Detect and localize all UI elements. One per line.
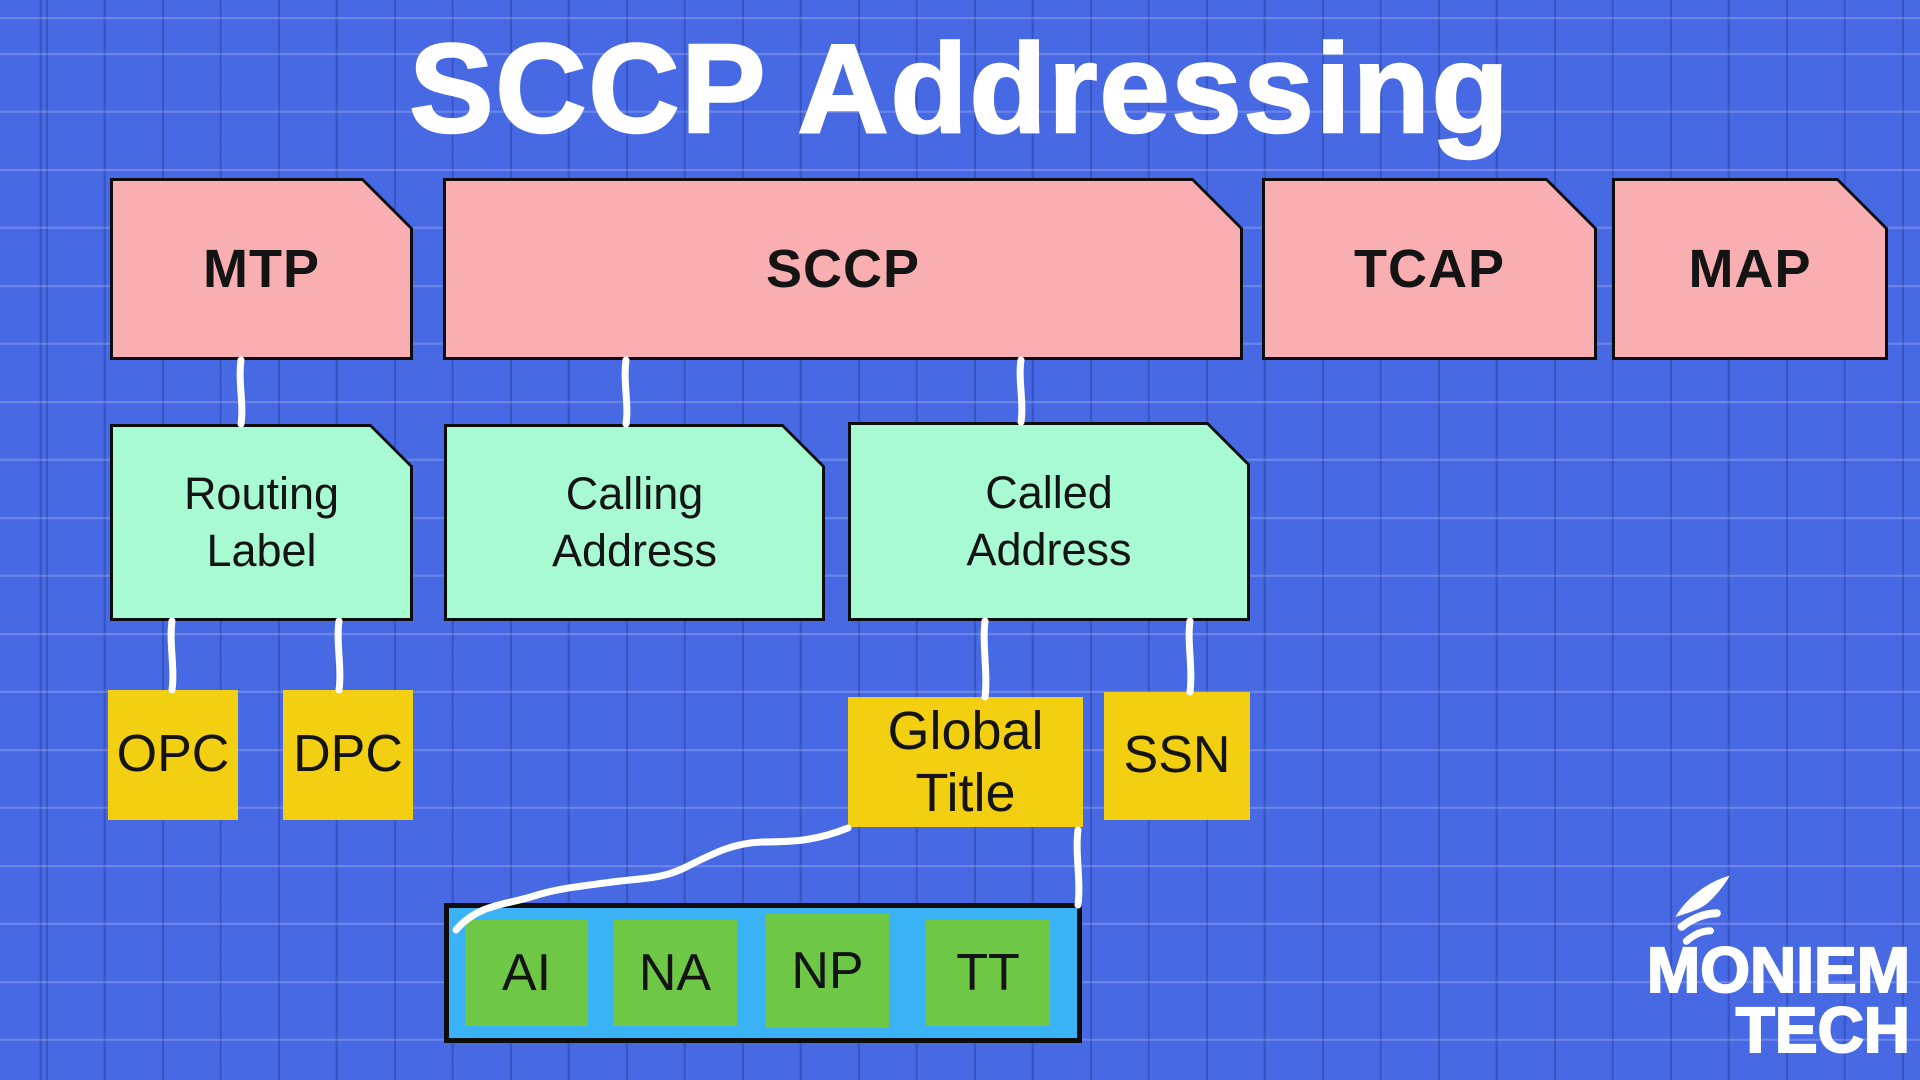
bar-item-ai-label: AI xyxy=(501,944,552,1002)
box-called-address: Called Address xyxy=(848,422,1250,621)
moniemtech-logo: MONIEM TECH xyxy=(1598,875,1911,1066)
box-calling-address-text: Calling Address xyxy=(551,468,718,576)
box-tcap-label: TCAP xyxy=(1354,239,1505,299)
bar-item-na: NA xyxy=(613,920,737,1026)
logo-line2: TECH xyxy=(1735,994,1911,1066)
box-ssn-label: SSN xyxy=(1123,726,1231,785)
connector-mtp-routing-label xyxy=(236,356,246,428)
box-dpc: DPC xyxy=(283,690,413,820)
box-ssn: SSN xyxy=(1104,692,1250,820)
box-global-title-label: Global Title xyxy=(887,700,1044,823)
box-map: MAP xyxy=(1612,178,1888,360)
box-opc: OPC xyxy=(108,690,238,820)
connector-global-title-format-right xyxy=(1073,826,1083,909)
box-routing-label-text: Routing Label xyxy=(183,468,340,576)
box-mtp-label: MTP xyxy=(203,239,320,299)
connector-sccp-calling-address xyxy=(621,356,631,428)
global-title-format-bar: AI NA NP TT xyxy=(444,903,1082,1043)
page-title: SCCP Addressing xyxy=(408,17,1511,161)
connector-routing-label-dpc xyxy=(334,617,344,694)
box-sccp: SCCP xyxy=(443,178,1243,360)
box-map-label: MAP xyxy=(1688,239,1812,299)
signal-wing-icon xyxy=(1675,875,1730,945)
bar-item-na-label: NA xyxy=(638,944,712,1002)
box-tcap: TCAP xyxy=(1262,178,1597,360)
bar-item-np: NP xyxy=(766,914,889,1028)
connector-sccp-called-address xyxy=(1016,356,1026,426)
box-opc-label: OPC xyxy=(116,725,230,784)
box-called-address-text: Called Address xyxy=(966,467,1132,575)
connector-called-address-ssn xyxy=(1185,617,1195,696)
box-mtp: MTP xyxy=(110,178,413,360)
logo-line1: MONIEM xyxy=(1646,934,1911,1006)
bar-item-tt: TT xyxy=(926,920,1050,1026)
bar-item-tt-label: TT xyxy=(956,944,1020,1002)
box-routing-label: Routing Label xyxy=(110,424,413,621)
bar-item-np-label: NP xyxy=(791,942,864,1000)
connector-called-address-global-title xyxy=(980,617,990,701)
box-sccp-label: SCCP xyxy=(765,239,921,299)
bar-item-ai: AI xyxy=(465,920,588,1026)
box-calling-address: Calling Address xyxy=(444,424,825,621)
box-dpc-label: DPC xyxy=(293,725,403,784)
connector-routing-label-opc xyxy=(167,617,177,694)
box-global-title: Global Title xyxy=(848,697,1083,827)
